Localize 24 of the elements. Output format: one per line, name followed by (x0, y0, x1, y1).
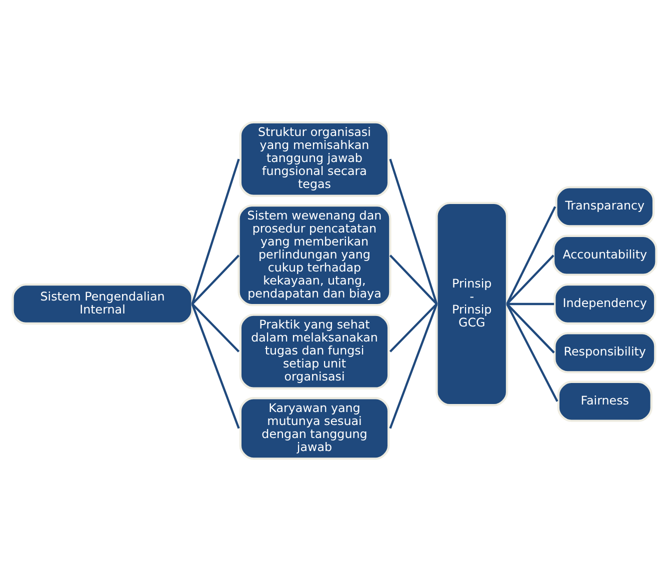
node-box: Struktur organisasi yang memisahkan tanggung jawab fungsional secara tegas (239, 120, 390, 196)
connector (191, 158, 240, 304)
node-box: Sistem Pengendalian Internal (12, 282, 194, 324)
connector (506, 206, 556, 304)
connector (389, 302, 438, 352)
connector (192, 302, 240, 352)
node-box: Prinsip - Prinsip GCG (436, 201, 508, 406)
connector (389, 254, 438, 304)
connector (506, 302, 555, 353)
node-box: Fairness (557, 380, 652, 422)
node-box: Independency (554, 282, 656, 324)
connector (506, 254, 554, 304)
node-box: Karyawan yang mutunya sesuai dengan tanggung jawab (239, 396, 390, 460)
connector (389, 303, 438, 428)
node-box: Responsibility (554, 332, 656, 373)
connector (192, 254, 240, 304)
connector (506, 303, 558, 402)
connector (389, 158, 438, 304)
connector (191, 303, 240, 428)
node-box: Praktik yang sehat dalam melaksanakan tugas dan fungsi setiap unit organisasi (239, 313, 390, 389)
node-box: Accountability (552, 234, 658, 276)
node-box: Sistem wewenang dan prosedur pencatatan yang memberikan perlindungan yang cukup terhadap kekayaan, utang, pendapatan dan biaya (238, 204, 392, 306)
connector (507, 302, 554, 305)
node-box: Transparancy (555, 186, 655, 227)
